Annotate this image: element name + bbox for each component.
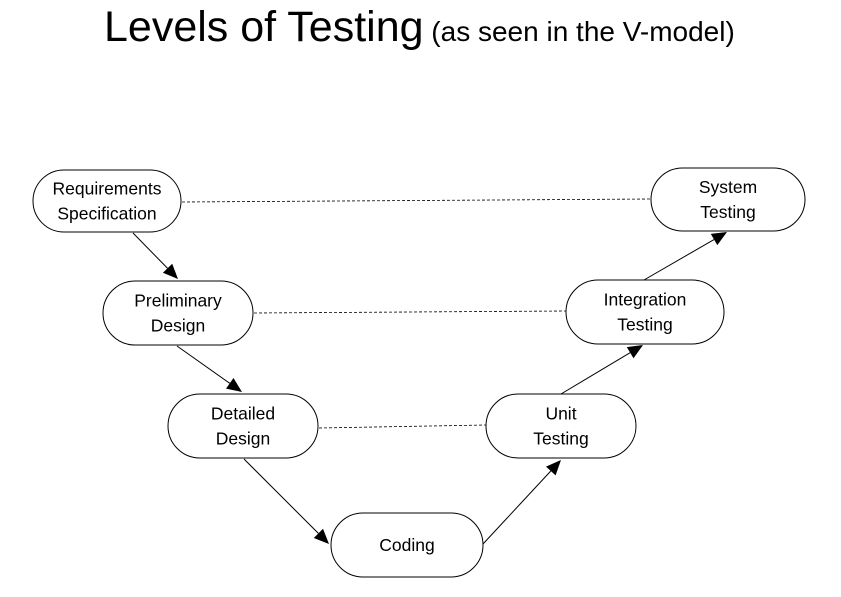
node-requirements-label-1: Requirements — [53, 179, 162, 199]
arrowhead — [626, 345, 643, 359]
node-requirements-shape — [32, 169, 182, 233]
node-system-label-1: System — [699, 177, 757, 197]
arrow-requirements-preliminary — [132, 232, 178, 279]
node-unit-label-1: Unit — [545, 404, 576, 424]
diagram-nodes: RequirementsSpecificationPreliminaryDesi… — [32, 167, 806, 578]
node-detailed-shape — [167, 393, 319, 459]
arrow-coding-unit — [482, 460, 561, 545]
arrowhead — [162, 263, 178, 279]
node-preliminary-label-2: Design — [151, 316, 205, 336]
arrow-integration-system — [643, 232, 727, 281]
page-title: Levels of Testing (as seen in the V-mode… — [104, 6, 841, 49]
arrowhead — [226, 378, 242, 392]
node-detailed-label-1: Detailed — [211, 404, 275, 424]
flow-arrows — [132, 232, 727, 545]
node-integration-label-2: Testing — [617, 315, 672, 335]
arrow-unit-integration — [560, 345, 643, 395]
arrowhead — [710, 232, 727, 246]
correspondence-requirements-system — [181, 198, 652, 203]
correspondence-lines — [181, 198, 652, 429]
arrow-detailed-coding — [243, 458, 329, 544]
node-preliminary-shape — [102, 280, 254, 346]
node-system-shape — [650, 167, 806, 232]
node-unit-shape — [485, 393, 637, 459]
node-requirements-label-2: Specification — [57, 204, 156, 224]
arrowhead — [313, 528, 329, 544]
correspondence-preliminary-integration — [253, 310, 567, 314]
title-subtitle: (as seen in the V-model) — [423, 16, 735, 47]
node-system-label-2: Testing — [700, 202, 755, 222]
node-unit-label-2: Testing — [533, 429, 588, 449]
correspondence-detailed-unit — [318, 424, 487, 429]
arrow-preliminary-detailed — [176, 345, 242, 392]
node-preliminary-label-1: Preliminary — [134, 291, 222, 311]
node-integration-shape — [565, 279, 725, 345]
node-coding-shape — [330, 512, 484, 578]
node-integration-label-1: Integration — [604, 290, 687, 310]
title-main: Levels of Testing — [104, 3, 424, 51]
node-coding-label-1: Coding — [379, 535, 434, 555]
node-coding: Coding — [330, 512, 484, 578]
arrowhead — [546, 460, 561, 476]
node-detailed-label-2: Design — [216, 429, 270, 449]
